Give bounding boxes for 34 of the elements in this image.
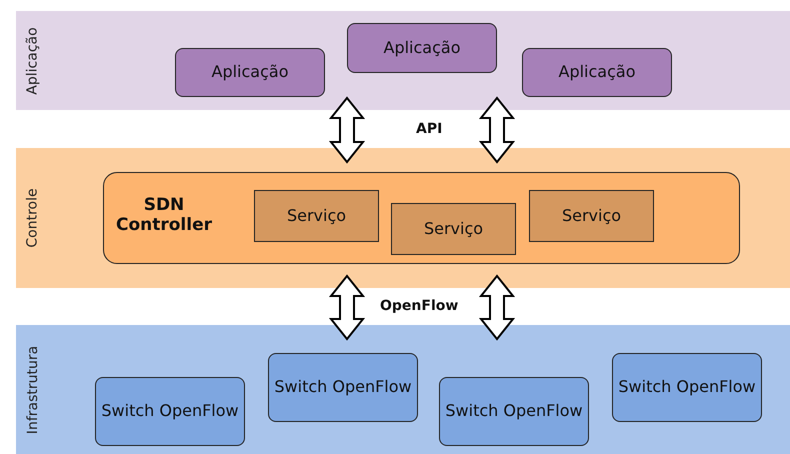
double-arrow xyxy=(478,274,516,341)
double-arrow xyxy=(478,96,516,164)
box-label: Switch OpenFlow xyxy=(274,377,412,398)
controller-title: SDN Controller xyxy=(114,195,213,236)
infrastructure-layer-band xyxy=(16,325,790,454)
service-box xyxy=(391,203,516,255)
controller-box xyxy=(103,172,740,264)
application-box xyxy=(175,48,325,97)
service-label: Serviço xyxy=(286,206,346,226)
service-label: Serviço xyxy=(562,206,622,226)
application-box xyxy=(347,23,497,73)
switch-box xyxy=(612,353,762,422)
box-label: Switch OpenFlow xyxy=(445,401,583,422)
switch-box xyxy=(95,377,245,446)
box-label: Switch OpenFlow xyxy=(618,377,756,398)
layer-label: Infrastrutura xyxy=(25,345,41,434)
layer-label: Aplicação xyxy=(25,26,41,94)
interface-label: API xyxy=(416,121,442,137)
box-label: Aplicação xyxy=(558,62,636,83)
box-label: Aplicação xyxy=(212,62,288,83)
switch-box xyxy=(268,353,418,422)
service-box xyxy=(529,190,654,242)
service-box xyxy=(254,190,379,242)
layer-label: Controle xyxy=(25,188,41,248)
box-label: Aplicação xyxy=(384,38,460,58)
switch-box xyxy=(439,377,589,446)
control-layer-band xyxy=(16,148,790,288)
double-arrow xyxy=(328,274,366,341)
box-label: Switch OpenFlow xyxy=(101,401,239,422)
service-label: Serviço xyxy=(424,218,484,240)
interface-label: OpenFlow xyxy=(380,298,458,314)
double-arrow xyxy=(328,96,366,164)
application-box xyxy=(522,48,672,97)
application-layer-band xyxy=(16,11,790,110)
